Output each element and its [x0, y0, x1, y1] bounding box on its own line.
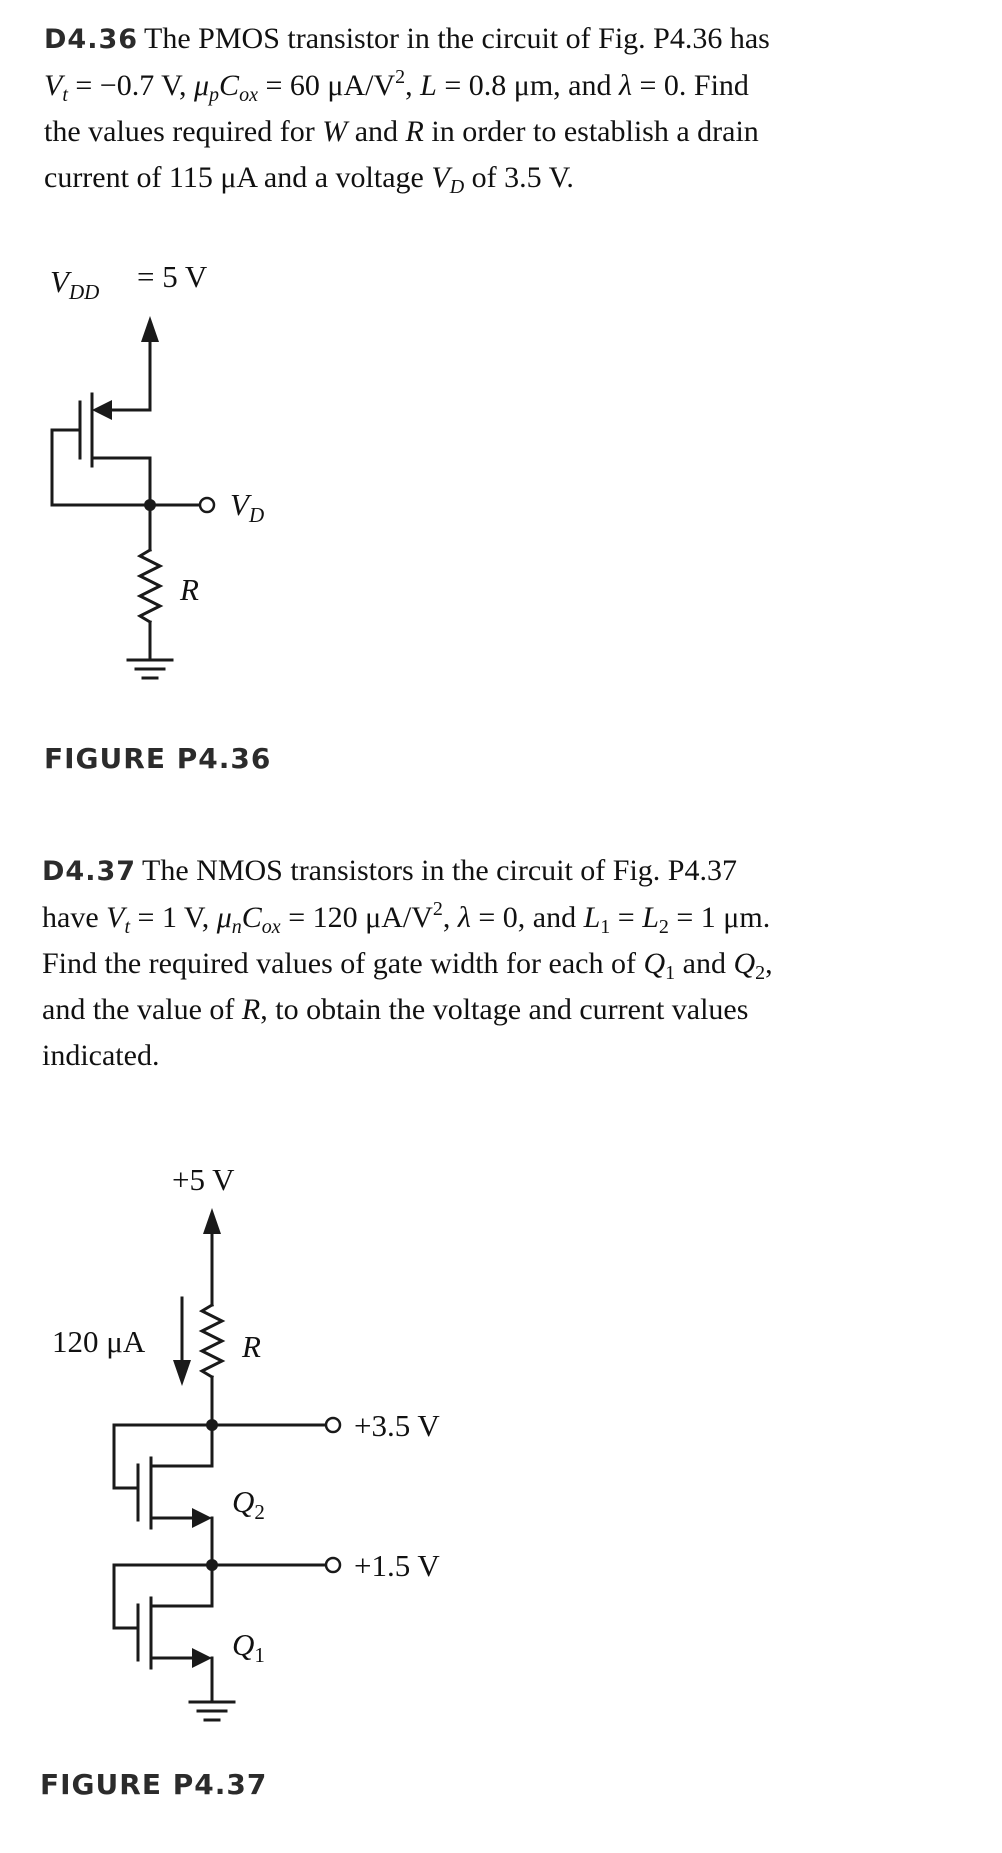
q2-label: Q2	[232, 1484, 265, 1524]
r-label: R	[241, 1329, 261, 1364]
problem-4-37-line-3: Find the required values of gate width f…	[42, 947, 773, 984]
current-arrow-icon	[173, 1360, 191, 1386]
problem-4-37-line-5: indicated.	[42, 1039, 160, 1072]
ground-icon	[126, 658, 174, 680]
problem-4-36-line-3: the values required for W and R in order…	[44, 115, 759, 148]
node-top-label: +3.5 V	[354, 1408, 440, 1443]
current-label: 120 μA	[52, 1324, 146, 1359]
resistor-r	[198, 1302, 226, 1380]
q1-drain-wire	[149, 1563, 214, 1608]
vd-label: VD	[230, 487, 264, 527]
problem-4-36-line-2: Vt = −0.7 V, μpCox = 60 μA/V2, L = 0.8 μ…	[44, 66, 749, 106]
gate-wire	[50, 428, 152, 507]
figure-4-36-caption: FIGURE P4.36	[44, 742, 272, 775]
problem-number: D4.37	[42, 856, 137, 887]
vd-terminal	[198, 496, 216, 514]
node-top-terminal	[324, 1416, 342, 1434]
supply-arrow-icon	[203, 1208, 221, 1234]
drain-wire	[90, 456, 152, 507]
nmos-circuit-diagram: +5 V R 120 μA +3.5 V Q2 +1.5 V Q1	[52, 1162, 440, 1722]
vdd-value: = 5 V	[137, 259, 208, 294]
supply-label: +5 V	[172, 1162, 235, 1197]
q1-label: Q1	[232, 1627, 265, 1667]
problem-4-36-line-4: current of 115 μA and a voltage VD of 3.…	[44, 161, 574, 198]
problem-number: D4.36	[44, 24, 139, 55]
problem-4-37-line-4: and the value of R, to obtain the voltag…	[42, 993, 749, 1026]
q2-gate-wire	[112, 1423, 214, 1490]
r-label: R	[179, 572, 199, 607]
supply-arrow-icon	[141, 316, 159, 342]
node-mid-label: +1.5 V	[354, 1548, 440, 1583]
problem-4-37-line-2: have Vt = 1 V, μnCox = 120 μA/V2, λ = 0,…	[42, 898, 771, 938]
q1-source-arrow-icon	[192, 1648, 212, 1668]
pmos-source-arrow-icon	[92, 400, 112, 420]
q2-source-arrow-icon	[192, 1508, 212, 1528]
vdd-label: VDD	[50, 264, 99, 304]
node-mid-terminal	[324, 1556, 342, 1574]
figure-4-37-caption: FIGURE P4.37	[40, 1768, 268, 1801]
q1-gate-wire	[112, 1563, 214, 1630]
ground-icon	[188, 1700, 236, 1722]
resistor-r	[136, 547, 164, 625]
q2-drain-wire	[149, 1423, 214, 1468]
pmos-circuit-diagram: VDD = 5 V VD R	[50, 259, 264, 680]
